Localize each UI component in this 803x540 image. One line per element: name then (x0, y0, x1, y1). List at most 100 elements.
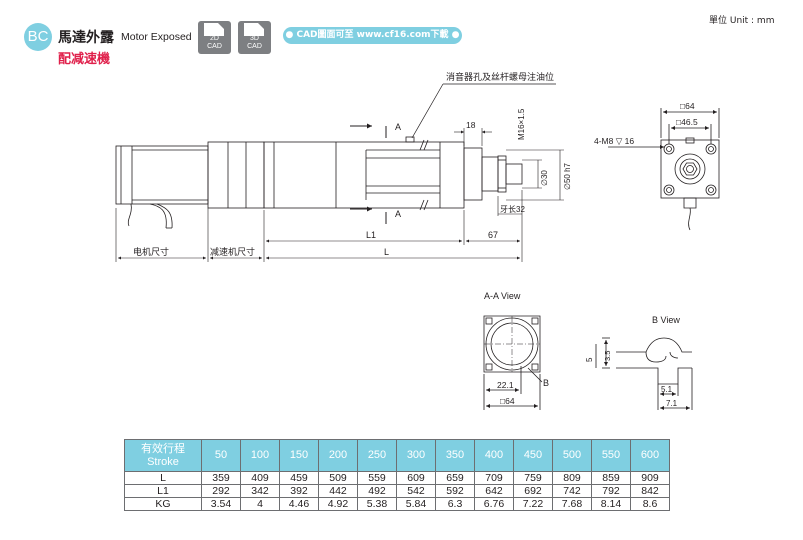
table-cell: 342 (240, 484, 280, 498)
table-cell: 492 (357, 484, 397, 498)
stroke-value: 350 (435, 439, 475, 472)
cad-3d-label: 3D (250, 35, 259, 42)
table-cell: 759 (513, 471, 553, 485)
aa-view-title: A-A View (484, 291, 521, 301)
end-view (608, 108, 720, 231)
table-cell: 659 (435, 471, 475, 485)
b-dim-3-5: 3.5 (603, 351, 612, 361)
reducer-size-label: 减速机尺寸 (210, 246, 255, 257)
stroke-value: 400 (474, 439, 514, 472)
cylinder-body (263, 141, 465, 209)
table-cell: 4 (240, 497, 280, 511)
stroke-value: 200 (318, 439, 358, 472)
unit-label: 單位 Unit : mm (709, 16, 775, 26)
dim-rod: ∅30 (540, 170, 549, 186)
section-label-top: A (395, 122, 401, 132)
document-icon (204, 23, 224, 36)
aa-label-b: B (543, 378, 549, 388)
dim-l1: L1 (366, 230, 376, 240)
table-cell: 909 (630, 471, 670, 485)
table-cell: 792 (591, 484, 631, 498)
table-cell: 609 (396, 471, 436, 485)
stroke-value: 450 (513, 439, 553, 472)
aa-dim-64: □64 (500, 396, 515, 406)
table-cell: 292 (201, 484, 241, 498)
stroke-value: 150 (279, 439, 319, 472)
aa-dim-22-1: 22.1 (497, 380, 514, 390)
stroke-header: 有效行程 Stroke (124, 439, 202, 472)
table-cell: 842 (630, 484, 670, 498)
table-cell: 592 (435, 484, 475, 498)
b-dim-5-1: 5.1 (661, 385, 673, 394)
dim-l: L (384, 247, 389, 257)
table-row: L1 292 342 392 442 492 542 592 642 692 7… (124, 484, 670, 498)
table-cell: 392 (279, 484, 319, 498)
table-cell: 7.22 (513, 497, 553, 511)
dim-bore: ∅50 h7 (563, 162, 572, 190)
row-label: KG (124, 497, 202, 511)
section-mark-a (350, 123, 387, 224)
lube-note: 消音器孔及丝杆螺母注油位 (446, 71, 554, 82)
b-view (595, 337, 693, 410)
table-cell: 692 (513, 484, 553, 498)
section-label-bottom: A (395, 209, 401, 219)
table-cell: 742 (552, 484, 592, 498)
table-cell: 6.76 (474, 497, 514, 511)
stroke-header-zh: 有效行程 (141, 442, 185, 455)
cad-2d-sublabel: CAD (207, 43, 222, 50)
table-header-row: 有效行程 Stroke 50 100 150 200 250 300 350 4… (124, 439, 670, 472)
dim-thread: M16×1.5 (517, 108, 526, 140)
cad-2d-button[interactable]: 2D CAD (198, 21, 231, 54)
motor-body (115, 145, 209, 205)
b-view-title: B View (652, 315, 680, 325)
table-cell: 709 (474, 471, 514, 485)
table-cell: 4.92 (318, 497, 358, 511)
spec-table: 有效行程 Stroke 50 100 150 200 250 300 350 4… (124, 439, 670, 511)
dim-18: 18 (466, 120, 476, 130)
stroke-value: 100 (240, 439, 280, 472)
cad-3d-button[interactable]: 3D CAD (238, 21, 271, 54)
b-dim-7-1: 7.1 (666, 399, 678, 408)
table-cell: 859 (591, 471, 631, 485)
table-cell: 8.6 (630, 497, 670, 511)
end-pcd: □46.5 (676, 117, 698, 127)
stroke-header-en: Stroke (147, 455, 179, 468)
table-cell: 3.54 (201, 497, 241, 511)
aa-view (483, 315, 543, 410)
table-cell: 459 (279, 471, 319, 485)
table-cell: 642 (474, 484, 514, 498)
stroke-value: 550 (591, 439, 631, 472)
table-cell: 559 (357, 471, 397, 485)
table-cell: 5.84 (396, 497, 436, 511)
stroke-value: 500 (552, 439, 592, 472)
dim-thread-length: 牙长32 (500, 204, 525, 214)
series-badge: BC (24, 23, 52, 51)
stroke-value: 600 (630, 439, 670, 472)
page-title-en: Motor Exposed (121, 31, 192, 43)
page-subtitle: 配减速機 (58, 52, 111, 67)
cad-2d-label: 2D (210, 35, 219, 42)
table-cell: 8.14 (591, 497, 631, 511)
table-cell: 4.46 (279, 497, 319, 511)
stroke-value: 300 (396, 439, 436, 472)
table-cell: 542 (396, 484, 436, 498)
table-cell: 409 (240, 471, 280, 485)
table-cell: 359 (201, 471, 241, 485)
table-cell: 5.38 (357, 497, 397, 511)
table-cell: 509 (318, 471, 358, 485)
b-dim-5: 5 (585, 357, 594, 362)
row-label: L1 (124, 484, 202, 498)
end-holes: 4-M8 ▽ 16 (594, 136, 634, 146)
table-cell: 809 (552, 471, 592, 485)
reducer-body (207, 141, 265, 209)
row-label: L (124, 471, 202, 485)
table-cell: 7.68 (552, 497, 592, 511)
cad-download-link[interactable]: ● CAD圖面可至 www.cf16.com下載 ● (283, 27, 462, 44)
motor-size-label: 电机尺寸 (133, 246, 169, 257)
table-cell: 6.3 (435, 497, 475, 511)
end-square: □64 (680, 101, 695, 111)
side-view (115, 136, 523, 229)
document-icon (244, 23, 264, 36)
table-row: L 359 409 459 509 559 609 659 709 759 80… (124, 471, 670, 485)
